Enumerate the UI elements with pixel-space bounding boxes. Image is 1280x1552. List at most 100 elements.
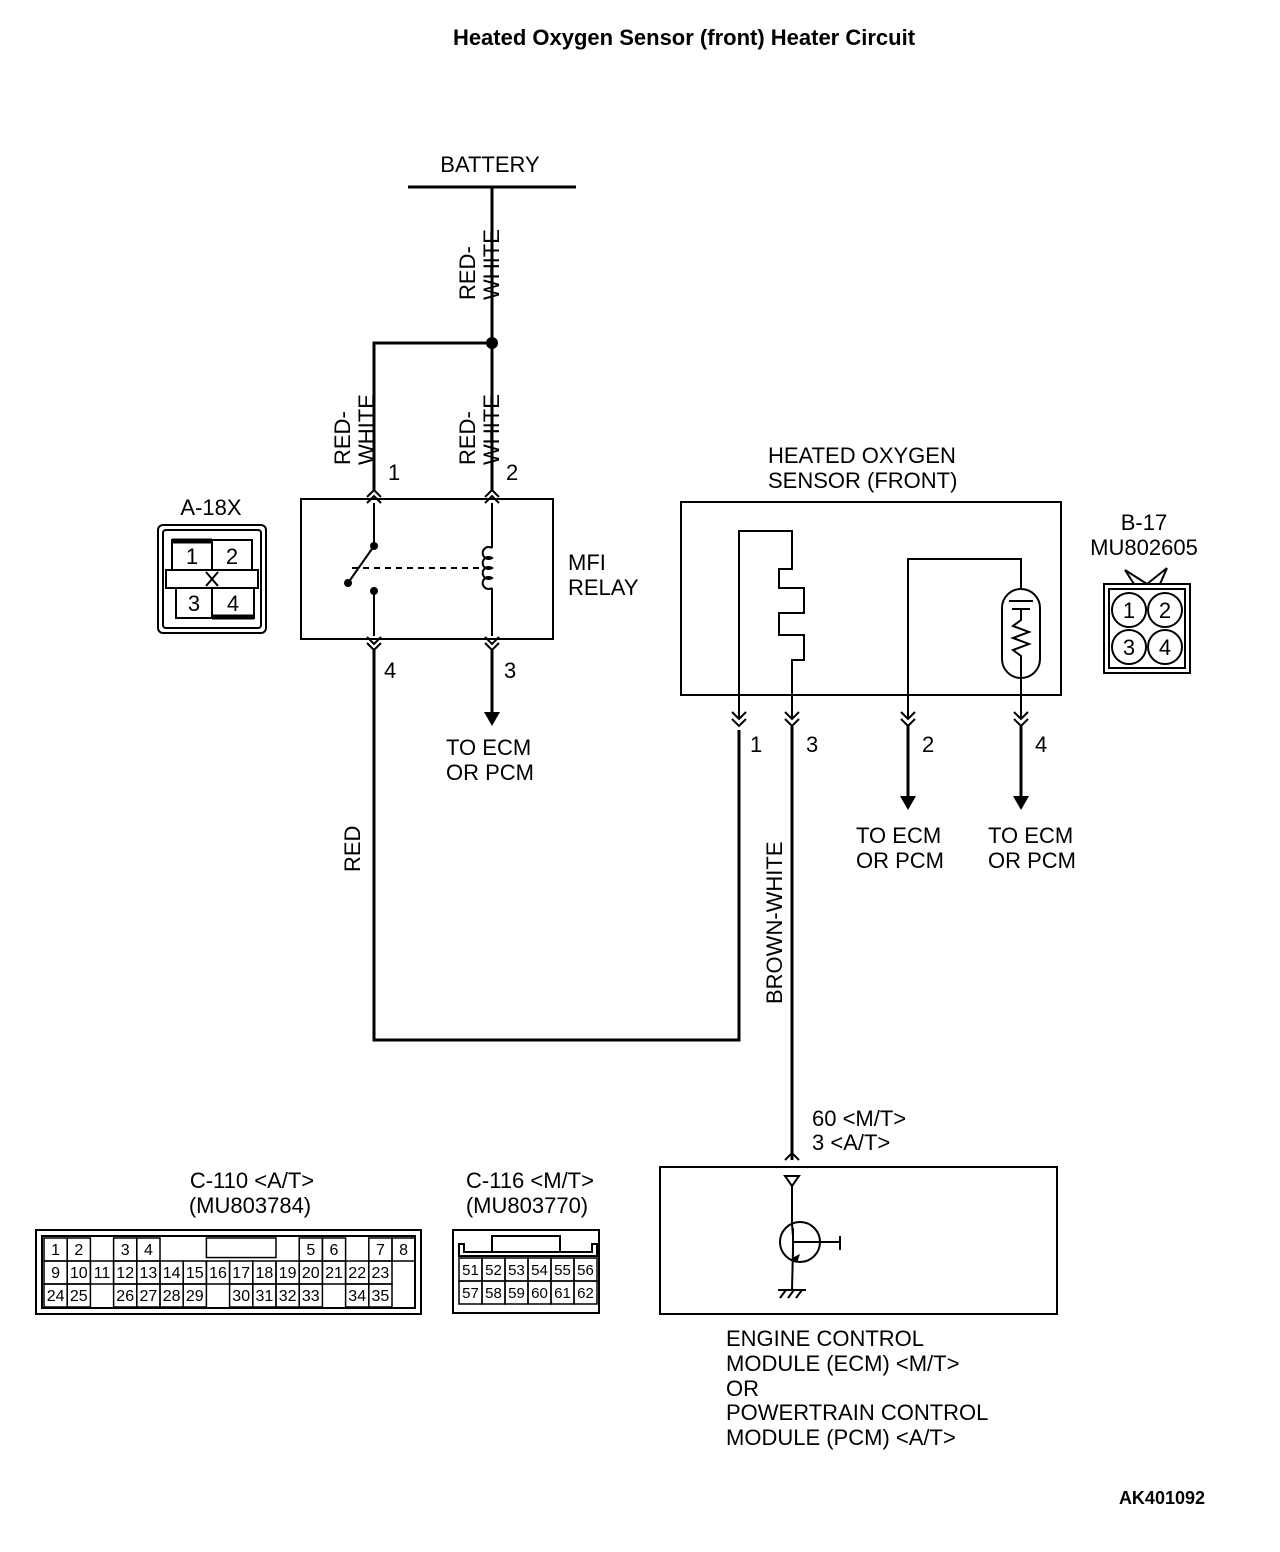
sensor-connector-pin2-cell: [1147, 592, 1183, 628]
relay-pin2-number: 2: [506, 460, 518, 485]
sensor-connector-pin-1: 1: [1123, 598, 1135, 623]
ground-hatch-1: [779, 1289, 787, 1299]
relay-connector-pin-2: 2: [226, 544, 238, 569]
c110-pin-label: 16: [209, 1265, 227, 1282]
c110-pin-label: 8: [399, 1242, 408, 1259]
sensor-pin4-terminal: [1013, 711, 1029, 721]
c110-pin-label: 26: [116, 1288, 134, 1305]
sensor-pin4-output-arrow: [1013, 796, 1029, 810]
ecm-terminal-line1: 60 <M/T>: [812, 1106, 906, 1131]
sensor-pin3-number: 3: [806, 732, 818, 757]
sensor-element-resistor-icon: [1010, 609, 1032, 678]
c116-housing: [458, 1243, 598, 1257]
c110-pin-cell: [368, 1283, 393, 1308]
sensor-output4-line2: OR PCM: [988, 848, 1076, 873]
c110-pin-label: 28: [163, 1288, 181, 1305]
c110-pin-label: 25: [70, 1288, 88, 1305]
c110-part: (MU803784): [189, 1193, 311, 1218]
battery-wire-color: RED-WHITE: [455, 229, 504, 300]
ecm-input-terminal: [783, 1175, 801, 1188]
sensor-pin2-terminal: [900, 711, 916, 721]
c116-outline: [452, 1229, 600, 1314]
sensor-pin4-number: 4: [1035, 732, 1047, 757]
page-title: Heated Oxygen Sensor (front) Heater Circ…: [453, 25, 916, 50]
c116-pin-cell: [573, 1280, 598, 1305]
red-wire-color: RED: [340, 826, 365, 872]
relay-connector-outline: [157, 524, 267, 634]
ecm-name-line5: MODULE (PCM) <A/T>: [726, 1425, 956, 1450]
sensor-connector-latch-b: [1159, 567, 1168, 585]
c110-pin-label: 9: [51, 1265, 60, 1282]
relay-connector-pin-4: 4: [227, 591, 239, 616]
c110-pin-label: 7: [376, 1242, 385, 1259]
c110-pin-label: 18: [256, 1265, 274, 1282]
relay-connector-pin-1: 1: [186, 544, 198, 569]
ecm-terminal-line2: 3 <A/T>: [812, 1130, 890, 1155]
c110-pin-label: 20: [302, 1265, 320, 1282]
c116-pin-label: 59: [508, 1285, 525, 1302]
relay-output-line2: OR PCM: [446, 760, 534, 785]
c110-inner: [41, 1235, 416, 1309]
relay-pin1-wire-color: RED-WHITE: [330, 394, 379, 465]
c110-pin-label: 19: [279, 1265, 297, 1282]
c116-pin-label: 61: [554, 1285, 571, 1302]
c110-pin-label: 32: [279, 1288, 297, 1305]
c110-pin-label: 22: [348, 1265, 366, 1282]
c110-pin-label: 4: [144, 1242, 153, 1259]
c110-pin-label: 24: [47, 1288, 65, 1305]
c110-pin-label: 31: [256, 1288, 274, 1305]
c110-pin-label: 2: [74, 1242, 83, 1259]
c110-pin-label: 21: [325, 1265, 343, 1282]
sensor-heater-element: [738, 530, 805, 718]
figure-id: AK401092: [1119, 1488, 1205, 1508]
transistor-collector: [791, 1223, 794, 1237]
sensor-pin2-output-arrow: [900, 796, 916, 810]
ecm-name-line4: POWERTRAIN CONTROL: [726, 1400, 988, 1425]
c116-pin-label: 56: [577, 1262, 594, 1279]
c110-pin-label: 15: [186, 1265, 204, 1282]
relay-connector-name: A-18X: [180, 495, 241, 520]
sensor-pin2-number: 2: [922, 732, 934, 757]
c116-pin-label: 57: [462, 1285, 479, 1302]
c116-pin-label: 62: [577, 1285, 594, 1302]
ground-hatch-3: [795, 1289, 803, 1299]
c116-pin-label: 53: [508, 1262, 525, 1279]
c110-pin-label: 30: [232, 1288, 250, 1305]
c110-pin-label: 14: [163, 1265, 181, 1282]
sensor-connector-name: B-17: [1121, 510, 1167, 535]
sensor-output2-line2: OR PCM: [856, 848, 944, 873]
sensor-name-line1: HEATED OXYGEN: [768, 443, 956, 468]
sensor-box: [680, 501, 1062, 696]
mfi-relay-box: [300, 498, 554, 640]
sensor-pin1-terminal: [731, 711, 747, 721]
c110-pin-label: 11: [94, 1265, 111, 1282]
c116-pin-label: 51: [462, 1262, 479, 1279]
sensor-output2-line1: TO ECM: [856, 823, 941, 848]
c110-pin-label: 12: [116, 1265, 134, 1282]
relay-pin3-number: 3: [504, 658, 516, 683]
relay-connector-x-mark-b: [205, 571, 219, 587]
ecm-name-line3: OR: [726, 1376, 759, 1401]
c116-pin-label: 58: [485, 1285, 502, 1302]
sensor-pin1-terminal-2: [731, 718, 747, 728]
transistor-emitter-arrow: [792, 1254, 800, 1263]
c116-part: (MU803770): [466, 1193, 588, 1218]
c116-pin-label: 52: [485, 1262, 502, 1279]
relay-coil-icon: [481, 546, 494, 590]
c110-pin-label: 1: [51, 1242, 60, 1259]
relay-pin2-wire-color: RED-WHITE: [455, 394, 504, 465]
c110-pin-cell: [298, 1283, 324, 1308]
ecm-input-terminal-chevron: [784, 1151, 800, 1161]
relay-pin2-terminal-2: [484, 494, 500, 504]
battery-label: BATTERY: [440, 152, 540, 177]
relay-output-line1: TO ECM: [446, 735, 531, 760]
sensor-connector-outline: [1103, 583, 1191, 674]
c116-pin-label: 60: [531, 1285, 548, 1302]
c110-pin-label: 23: [372, 1265, 390, 1282]
relay-pin3-output-arrow: [484, 712, 500, 726]
sensor-connector-pin1-cell: [1111, 592, 1147, 628]
c110-pin-label: 33: [302, 1288, 320, 1305]
